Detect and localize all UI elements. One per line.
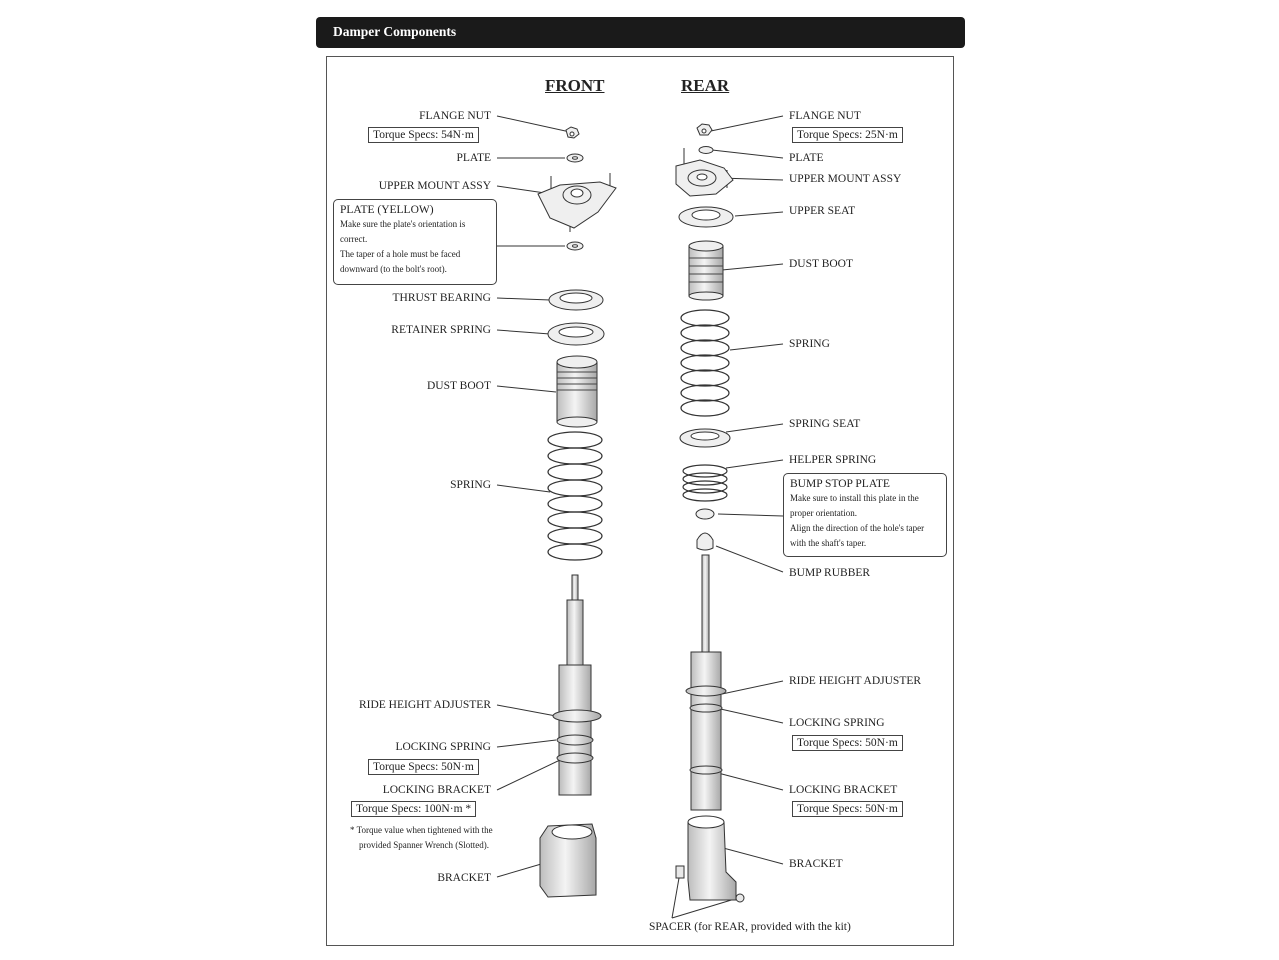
plate-yellow-line3: The taper of a hole must be faced	[340, 249, 461, 259]
section-title: Damper Components	[333, 24, 457, 39]
bump-stop-line1: Make sure to install this plate in the	[790, 493, 919, 503]
rear-bump-rubber-label: BUMP RUBBER	[789, 567, 871, 579]
bump-stop-line4: with the shaft's taper.	[790, 538, 867, 548]
bump-stop-line2: proper orientation.	[790, 508, 857, 518]
plate-yellow-line1: Make sure the plate's orientation is	[340, 219, 466, 229]
bump-stop-line3: Align the direction of the hole's taper	[790, 523, 925, 533]
front-heading: FRONT	[545, 76, 605, 95]
front-plate-label: PLATE	[456, 152, 492, 164]
rear-bump-stop-note: BUMP STOP PLATE Make sure to install thi…	[783, 473, 947, 557]
rear-bracket-label: BRACKET	[789, 858, 843, 870]
plate-yellow-title: PLATE (YELLOW)	[340, 204, 434, 216]
rear-spring-seat-label: SPRING SEAT	[789, 418, 861, 430]
plate-yellow-line4: downward (to the bolt's root).	[340, 264, 447, 274]
front-locking-spring-label: LOCKING SPRING	[395, 741, 491, 753]
rear-flange-nut-torque: Torque Specs: 25N·m	[792, 127, 903, 143]
bump-stop-title: BUMP STOP PLATE	[790, 478, 890, 490]
front-upper-mount-label: UPPER MOUNT ASSY	[378, 180, 491, 192]
front-locking-bracket-label: LOCKING BRACKET	[382, 784, 491, 796]
rear-upper-seat-label: UPPER SEAT	[789, 205, 856, 217]
front-bracket-label: BRACKET	[437, 872, 491, 884]
front-ride-height-label: RIDE HEIGHT ADJUSTER	[358, 699, 491, 711]
rear-upper-mount-label: UPPER MOUNT ASSY	[789, 173, 902, 185]
rear-dust-boot-label: DUST BOOT	[789, 258, 854, 270]
front-thrust-bearing-label: THRUST BEARING	[392, 292, 491, 304]
front-flange-nut-torque: Torque Specs: 54N·m	[368, 127, 479, 143]
plate-yellow-line2: correct.	[340, 234, 368, 244]
rear-ride-height-label: RIDE HEIGHT ADJUSTER	[789, 675, 922, 687]
front-footnote-2: provided Spanner Wrench (Slotted).	[359, 840, 489, 850]
rear-helper-spring-label: HELPER SPRING	[789, 454, 877, 466]
rear-locking-bracket-label: LOCKING BRACKET	[789, 784, 898, 796]
rear-heading: REAR	[681, 76, 730, 95]
diagram-panel	[326, 56, 954, 946]
rear-locking-bracket-torque: Torque Specs: 50N·m	[792, 801, 903, 817]
front-spring-label: SPRING	[450, 479, 491, 491]
section-header: Damper Components	[316, 17, 965, 48]
rear-spacer-label: SPACER (for REAR, provided with the kit)	[649, 921, 851, 933]
front-locking-bracket-torque: Torque Specs: 100N·m *	[351, 801, 477, 817]
front-footnote-1: * Torque value when tightened with the	[350, 825, 493, 835]
rear-locking-spring-label: LOCKING SPRING	[789, 717, 885, 729]
rear-flange-nut-label: FLANGE NUT	[789, 110, 861, 122]
front-flange-nut-label: FLANGE NUT	[419, 110, 491, 122]
rear-locking-spring-torque: Torque Specs: 50N·m	[792, 735, 903, 751]
rear-spring-label: SPRING	[789, 338, 830, 350]
front-retainer-spring-label: RETAINER SPRING	[391, 324, 491, 336]
rear-plate-label: PLATE	[789, 152, 824, 164]
front-locking-spring-torque: Torque Specs: 50N·m	[368, 759, 479, 775]
front-plate-yellow-note: PLATE (YELLOW) Make sure the plate's ori…	[333, 199, 497, 285]
front-dust-boot-label: DUST BOOT	[426, 380, 491, 392]
